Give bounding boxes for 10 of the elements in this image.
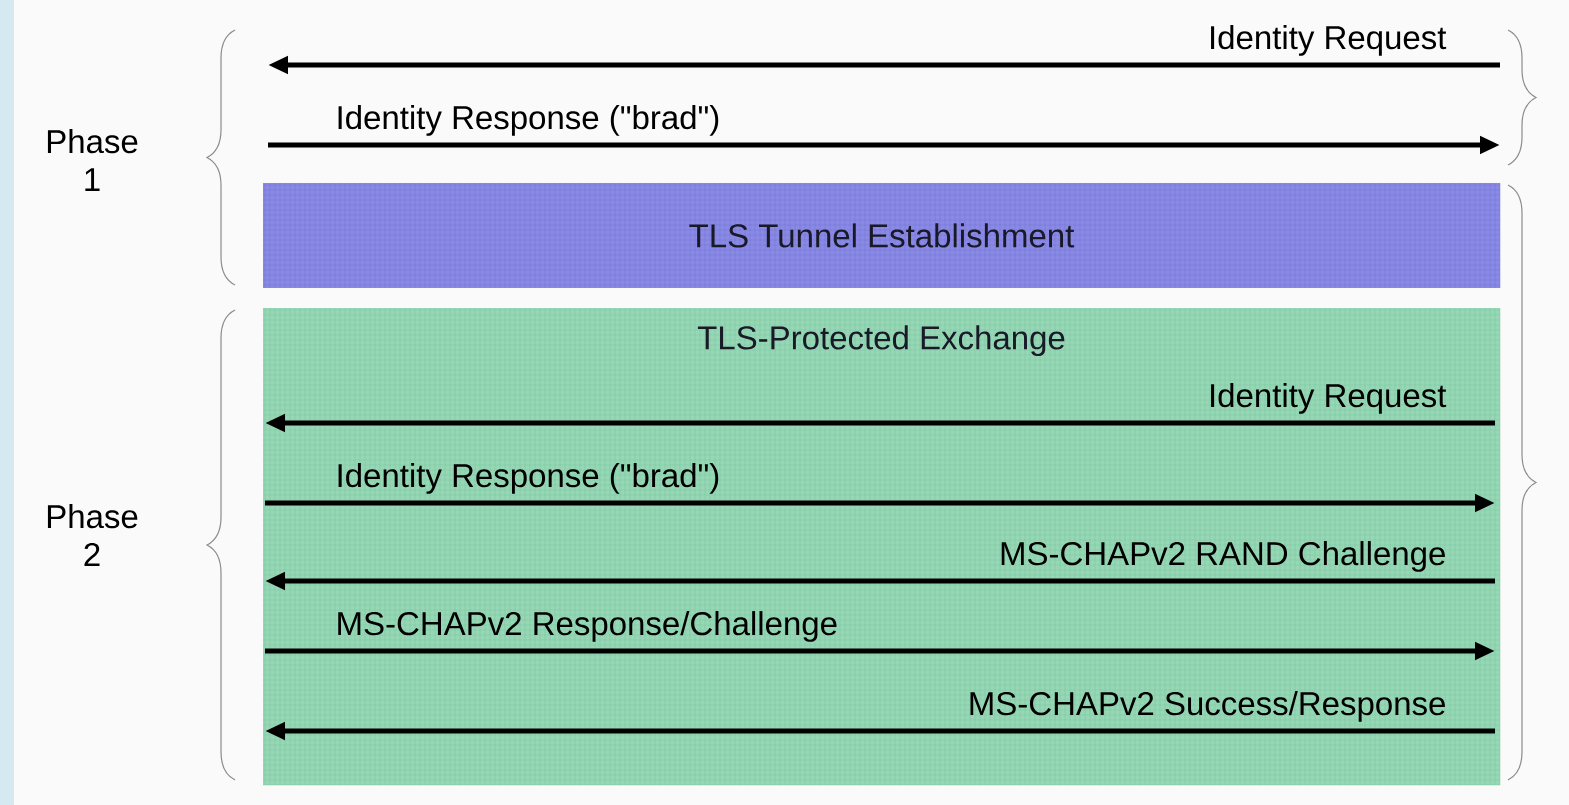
message-label: MS-CHAPv2 RAND Challenge — [1001, 541, 1445, 572]
phase-label: Phase 2 — [47, 504, 138, 566]
message-label: MS-CHAPv2 Response/Challenge — [338, 611, 837, 642]
message-label: Identity Response ("brad") — [338, 463, 719, 494]
message-label: MS-CHAPv2 Success/Response — [970, 691, 1445, 722]
message-label: Identity Request — [1211, 383, 1447, 414]
phase-label: Phase 1 — [47, 129, 138, 191]
message-label: Identity Response ("brad") — [338, 105, 719, 136]
band: TLS Tunnel Establishment — [262, 182, 1501, 289]
message-label: Identity Request — [1211, 25, 1447, 56]
